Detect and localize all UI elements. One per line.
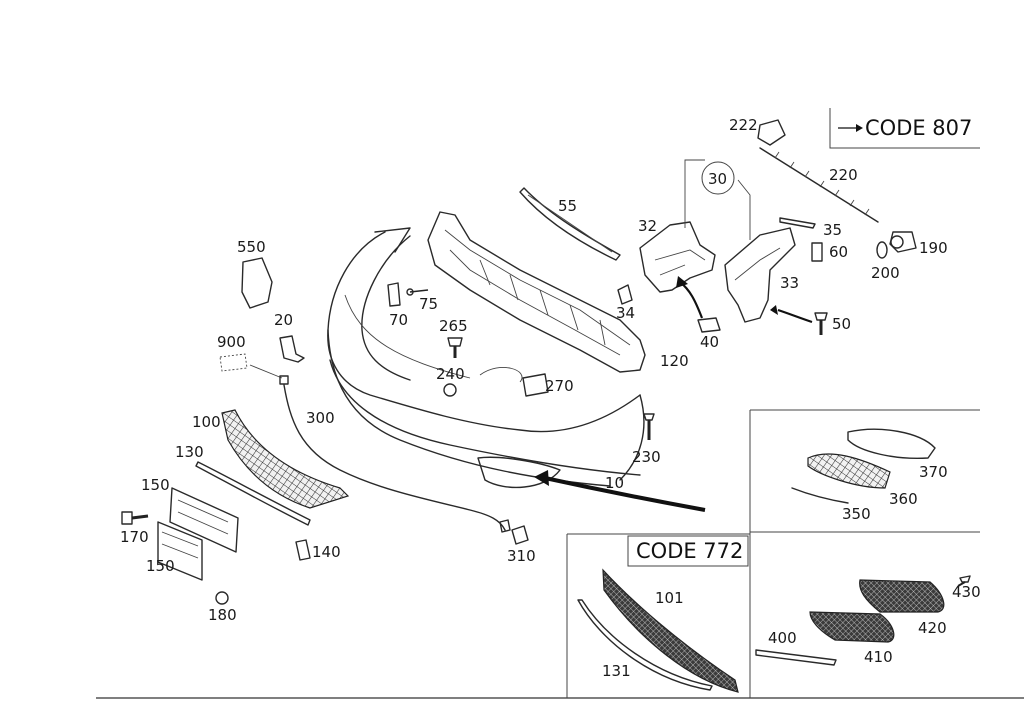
label-60: 60 [829,243,848,261]
screw-230 [643,413,655,440]
nut-240 [443,383,457,397]
fog-frame-370 [847,428,936,460]
clip-310 [511,525,529,545]
harness-300 [279,375,511,533]
label-150b: 150 [146,557,175,575]
label-900 [219,353,248,372]
label-140: 140 [312,543,341,561]
clip-140 [295,539,311,561]
label-33: 33 [780,274,799,292]
grille-410 [809,611,895,643]
screw-430 [957,575,971,587]
plate-150 [157,521,203,581]
label-30: 30 [708,170,727,188]
label-400: 400 [768,629,797,647]
sensor-222 [757,119,786,146]
clip-34 [617,284,633,305]
bracket-33 [724,227,796,323]
code-772-box: CODE 772 [566,533,750,698]
fog-grille-360 [807,453,891,489]
screw-265 [447,337,463,358]
label-270: 270 [545,377,574,395]
strip-35 [779,217,816,229]
bracket-20 [279,335,305,363]
label-131: 131 [602,662,631,680]
label-222: 222 [729,116,758,134]
label-220: 220 [829,166,858,184]
sensor-190 [889,231,917,253]
plate-holder-150 [169,487,239,553]
label-180: 180 [208,606,237,624]
grille-100 [221,409,350,509]
bracket-550 [241,257,273,309]
label-34: 34 [616,304,635,322]
label-900: 900 [217,333,246,351]
label-350: 350 [842,505,871,523]
label-420: 420 [918,619,947,637]
bolt-170 [121,511,149,525]
label-410: 410 [864,648,893,666]
ring-200 [876,241,888,259]
label-150a: 150 [141,476,170,494]
part-number-labels: 222 220 30 32 35 55 60 190 200 33 550 75… [120,116,981,680]
label-550: 550 [237,238,266,256]
label-120: 120 [660,352,689,370]
nut-180 [215,591,229,605]
label-130: 130 [175,443,204,461]
label-75: 75 [419,295,438,313]
wire-harness-220 [759,147,879,223]
label-200: 200 [871,264,900,282]
code-807-label: CODE 807 [865,116,972,140]
strip-130 [195,461,311,526]
label-10: 10 [605,474,624,492]
label-430: 430 [952,583,981,601]
bumper-cover [327,227,645,489]
code-807-callout: CODE 807 [829,108,980,149]
label-170: 170 [120,528,149,546]
label-101: 101 [655,589,684,607]
label-100: 100 [192,413,221,431]
strip-55 [519,187,621,261]
label-50: 50 [832,315,851,333]
label-370: 370 [919,463,948,481]
strip-131 [577,599,713,691]
label-300: 300 [306,409,335,427]
clip-60 [811,242,823,262]
label-230: 230 [632,448,661,466]
label-32: 32 [638,217,657,235]
label-70: 70 [389,311,408,329]
strip-350 [791,487,849,504]
reinforcement-bar [427,211,646,373]
label-55: 55 [558,197,577,215]
detail-box-lights [749,409,980,698]
pin-75 [406,288,429,296]
label-40: 40 [700,333,719,351]
label-310: 310 [507,547,536,565]
grille-420 [859,579,945,613]
grille-101 [602,568,739,693]
clip-40 [697,317,721,333]
arrow-to-10 [544,476,706,512]
label-20: 20 [274,311,293,329]
group-30-circle [701,161,735,195]
clip-70 [387,282,401,307]
label-35: 35 [823,221,842,239]
bracket-32 [639,221,716,293]
strip-400 [755,649,837,666]
label-240: 240 [436,365,465,383]
code-772-label: CODE 772 [636,539,743,563]
label-360: 360 [889,490,918,508]
label-265: 265 [439,317,468,335]
label-190: 190 [919,239,948,257]
block-270 [522,373,549,397]
screw-50 [814,312,828,335]
